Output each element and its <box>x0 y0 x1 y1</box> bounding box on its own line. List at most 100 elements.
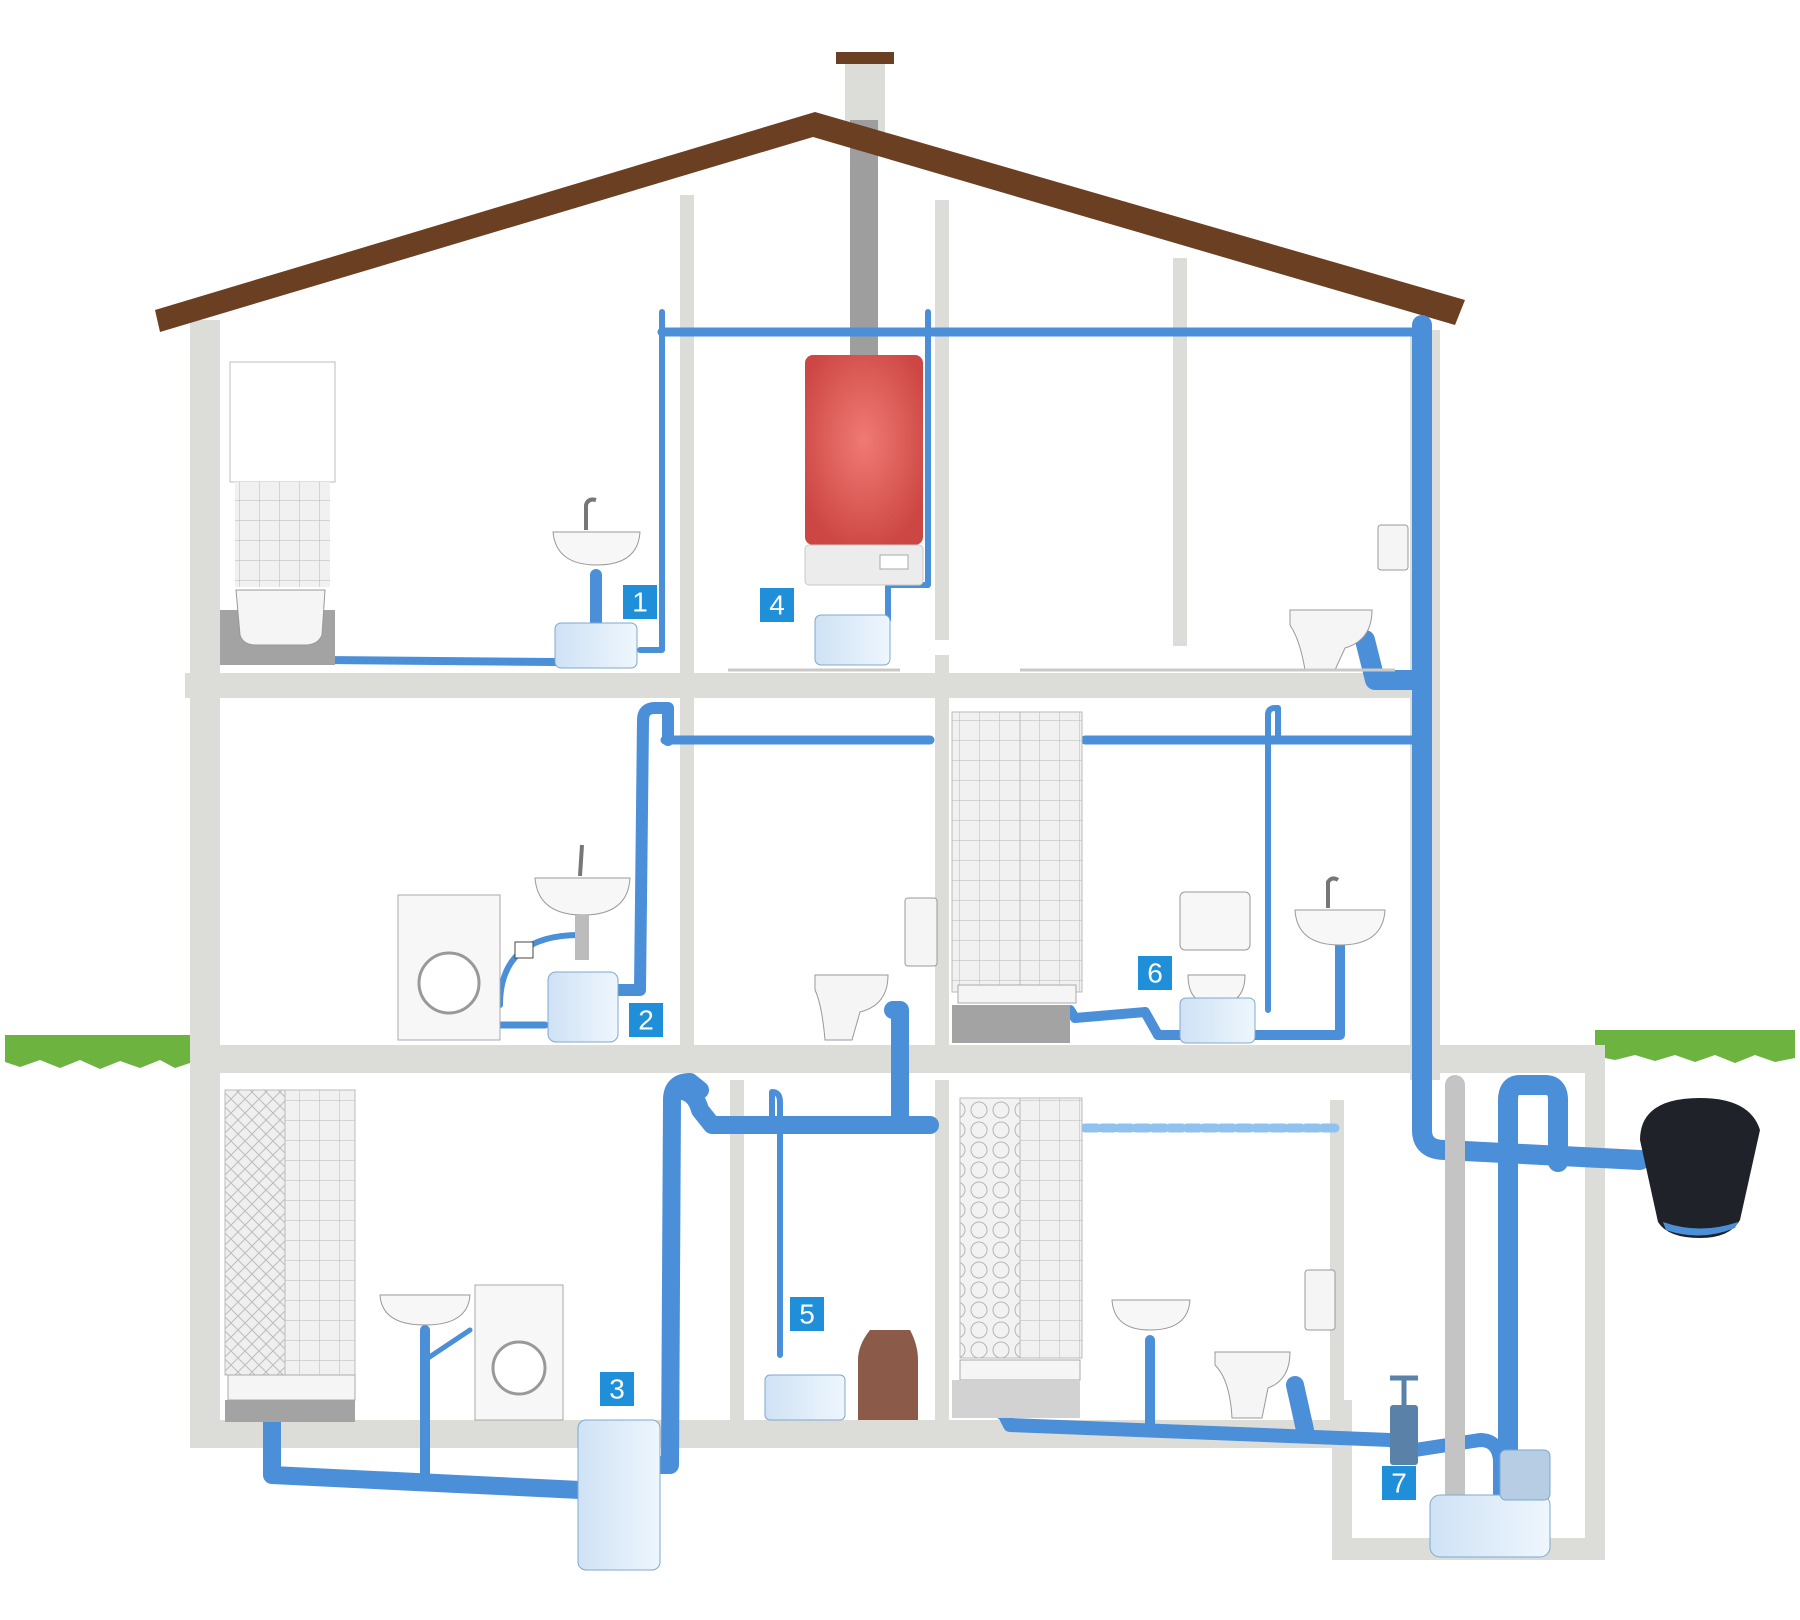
wall-basement-1 <box>730 1080 744 1420</box>
main-stack <box>1412 315 1650 1170</box>
ground <box>5 1030 1795 1069</box>
pump-5-unit <box>764 1374 846 1421</box>
pump-7-unit <box>1429 1494 1551 1558</box>
basement-wc-bowl <box>1214 1351 1291 1419</box>
floor-attic <box>185 673 1440 698</box>
floor1-wc6-cistern <box>1179 891 1251 951</box>
floor1-shower-base <box>952 1005 1070 1043</box>
attic-bath-wall <box>229 361 336 483</box>
heating-unit-basement <box>858 1330 918 1420</box>
floor1-wc-cistern <box>904 897 938 967</box>
pump7-riser <box>1498 1075 1568 1505</box>
outer-wall-left <box>190 320 220 1420</box>
annex-wall <box>1585 1050 1605 1560</box>
ground-floor-fixtures <box>397 711 1386 1044</box>
basement-wc-cistern <box>1304 1269 1336 1331</box>
attic-sink <box>552 531 641 566</box>
washer-door-floor1 <box>417 951 481 1015</box>
sewer-main <box>1640 1098 1760 1238</box>
marker-6: 6 <box>1138 956 1172 990</box>
pump-2-unit <box>547 971 619 1043</box>
marker-1-text: 1 <box>632 587 648 618</box>
attic-wc-bowl <box>1289 609 1373 671</box>
basement-shower-base <box>225 1400 355 1422</box>
floor1-faucet <box>578 844 584 877</box>
basement-shower2-tray <box>959 1359 1081 1381</box>
pump2-riser <box>609 702 674 996</box>
pump-3-unit <box>577 1419 661 1571</box>
attic-wc-cistern <box>1377 524 1409 571</box>
marker-7-text: 7 <box>1391 1468 1407 1499</box>
basement-shower-door <box>224 1089 286 1376</box>
pump-4-unit <box>814 614 891 666</box>
basement-sink <box>379 1294 471 1326</box>
floor1-sink-right <box>1294 909 1386 946</box>
pump-6-unit <box>1179 997 1256 1044</box>
wall-basement-2 <box>935 1080 949 1420</box>
floor1-faucet-right <box>1326 876 1340 908</box>
attic-bathtub <box>235 589 326 646</box>
pump5-riser <box>769 1089 783 1358</box>
pipe-network <box>263 309 1650 1510</box>
basement-shower2-door <box>959 1097 1021 1359</box>
shower-floor1-drain <box>1065 1005 1205 1040</box>
marker-2-text: 2 <box>638 1005 654 1036</box>
attic-vent-riser <box>637 309 665 653</box>
marker-badges: 1 2 3 4 5 6 7 <box>600 585 1416 1500</box>
marker-1: 1 <box>623 585 657 619</box>
basement-shower2-tiles <box>1019 1097 1083 1359</box>
marker-6-text: 6 <box>1147 958 1163 989</box>
gas-boiler <box>805 355 923 545</box>
marker-2: 2 <box>629 1003 663 1037</box>
floor1-shower-door <box>951 711 1021 993</box>
washer-door-basement <box>491 1340 547 1396</box>
sink-floor1-drain <box>1245 940 1345 1040</box>
sewer-water <box>1663 1222 1738 1236</box>
marker-3: 3 <box>600 1372 634 1406</box>
floor1-shower-tiles <box>1019 711 1083 993</box>
basement-right-drain <box>978 1393 1507 1502</box>
wall-floor1-2 <box>935 655 949 1045</box>
basement-left-drain <box>263 1401 589 1499</box>
chimney-cap <box>836 52 894 64</box>
floor1-wc-bowl <box>814 974 889 1041</box>
attic-bath-tiles <box>235 482 330 587</box>
wall-attic-2 <box>935 200 949 640</box>
floor1-shower-tray <box>957 984 1077 1004</box>
basement-shower-tray <box>227 1374 356 1401</box>
pump-7-motor <box>1499 1449 1551 1501</box>
roof <box>155 112 1465 332</box>
marker-5: 5 <box>790 1297 824 1331</box>
pump6-vent <box>1265 705 1281 1013</box>
basement-shower2-base <box>952 1380 1080 1418</box>
floor1-sink <box>534 877 631 916</box>
attic-faucet <box>584 497 597 530</box>
pump-1-unit <box>554 622 638 669</box>
outlet-socket <box>514 941 534 959</box>
gate-valve <box>1390 1405 1418 1465</box>
marker-3-text: 3 <box>609 1374 625 1405</box>
marker-7: 7 <box>1382 1466 1416 1500</box>
wall-attic-1 <box>680 195 694 675</box>
attic-fixtures <box>220 355 1409 672</box>
basement-fixtures <box>224 1089 1551 1571</box>
marker-4: 4 <box>760 588 794 622</box>
basement-sink-right <box>1111 1299 1191 1331</box>
bath-drain-line <box>296 646 559 666</box>
wall-basement-3 <box>1330 1100 1344 1420</box>
wc-floor1-drain <box>884 1001 909 1134</box>
pump3-riser <box>641 1073 709 1474</box>
boiler-display <box>879 554 909 570</box>
grass-left <box>5 1035 190 1069</box>
wall-floor1-1 <box>680 698 694 1048</box>
basement-wc-drain <box>1286 1376 1314 1439</box>
wc-attic-outlet <box>1355 630 1425 690</box>
marker-4-text: 4 <box>769 590 785 621</box>
washer-basement-hose <box>422 1327 473 1363</box>
wall-attic-3 <box>1173 258 1187 646</box>
grass-right <box>1595 1030 1795 1063</box>
public-sewer <box>1640 1098 1760 1238</box>
basement-shower-tiles <box>284 1089 356 1376</box>
flue-pipe <box>850 120 878 360</box>
